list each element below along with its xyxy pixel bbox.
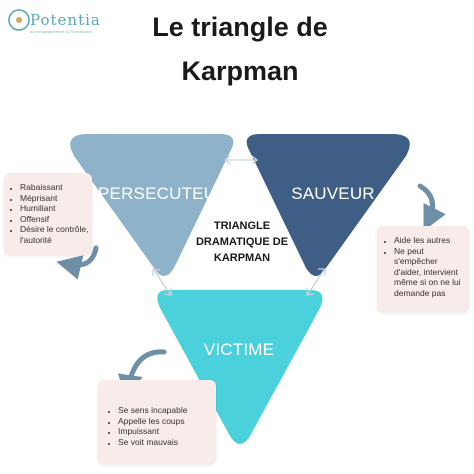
victime-label: VICTIME: [203, 340, 275, 359]
list-item: Impuissant: [118, 426, 216, 437]
list-item: Appelle les coups: [118, 416, 216, 427]
center-label-line: DRAMATIQUE DE: [195, 236, 289, 248]
curved-arrow-icon: [417, 183, 446, 231]
logo-mark-icon: [8, 9, 30, 31]
logo-subtitle: Accompagnement & Formations: [30, 30, 92, 34]
list-item: Ne peut s'empêcher d'aider, intervient m…: [394, 246, 464, 299]
double-arrow-icon: [223, 155, 259, 165]
list-item: Se sens incapable: [118, 405, 216, 416]
persecuteur-traits-card: Rabaissant Méprisant Humiliant Offensif …: [4, 173, 92, 255]
page-title-line-2: Karpman: [181, 56, 299, 86]
list-item: Offensif: [20, 214, 92, 225]
center-label: TRIANGLE DRAMATIQUE DE KARPMAN: [192, 218, 292, 266]
center-label-line: KARPMAN: [213, 252, 271, 264]
persecuteur-triangle: [70, 134, 234, 276]
double-arrow-icon: [152, 268, 172, 296]
list-item: Aide les autres: [394, 235, 464, 246]
logo-text: Potentia: [30, 11, 101, 29]
curved-arrow-icon: [56, 245, 99, 280]
logo: Potentia Accompagnement & Formations: [6, 4, 100, 38]
sauveur-traits-card: Aide les autres Ne peut s'empêcher d'aid…: [377, 226, 469, 312]
list-item: Se voit mauvais: [118, 437, 216, 448]
list-item: Méprisant: [20, 193, 92, 204]
victime-traits-card: Se sens incapable Appelle les coups Impu…: [98, 380, 216, 464]
victime-triangle: [157, 290, 323, 444]
sauveur-label: SAUVEUR: [291, 184, 375, 203]
sauveur-triangle: [246, 134, 410, 276]
list-item: Rabaissant: [20, 182, 92, 193]
list-item: Désire le contrôle, l'autorité: [20, 224, 92, 245]
center-label-line: TRIANGLE: [213, 220, 271, 232]
page-title-line-1: Le triangle de: [152, 12, 328, 42]
double-arrow-icon: [306, 268, 326, 296]
persecuteur-label: PERSECUTEUR: [98, 184, 229, 203]
center-triangle: [169, 162, 311, 284]
list-item: Humiliant: [20, 203, 92, 214]
